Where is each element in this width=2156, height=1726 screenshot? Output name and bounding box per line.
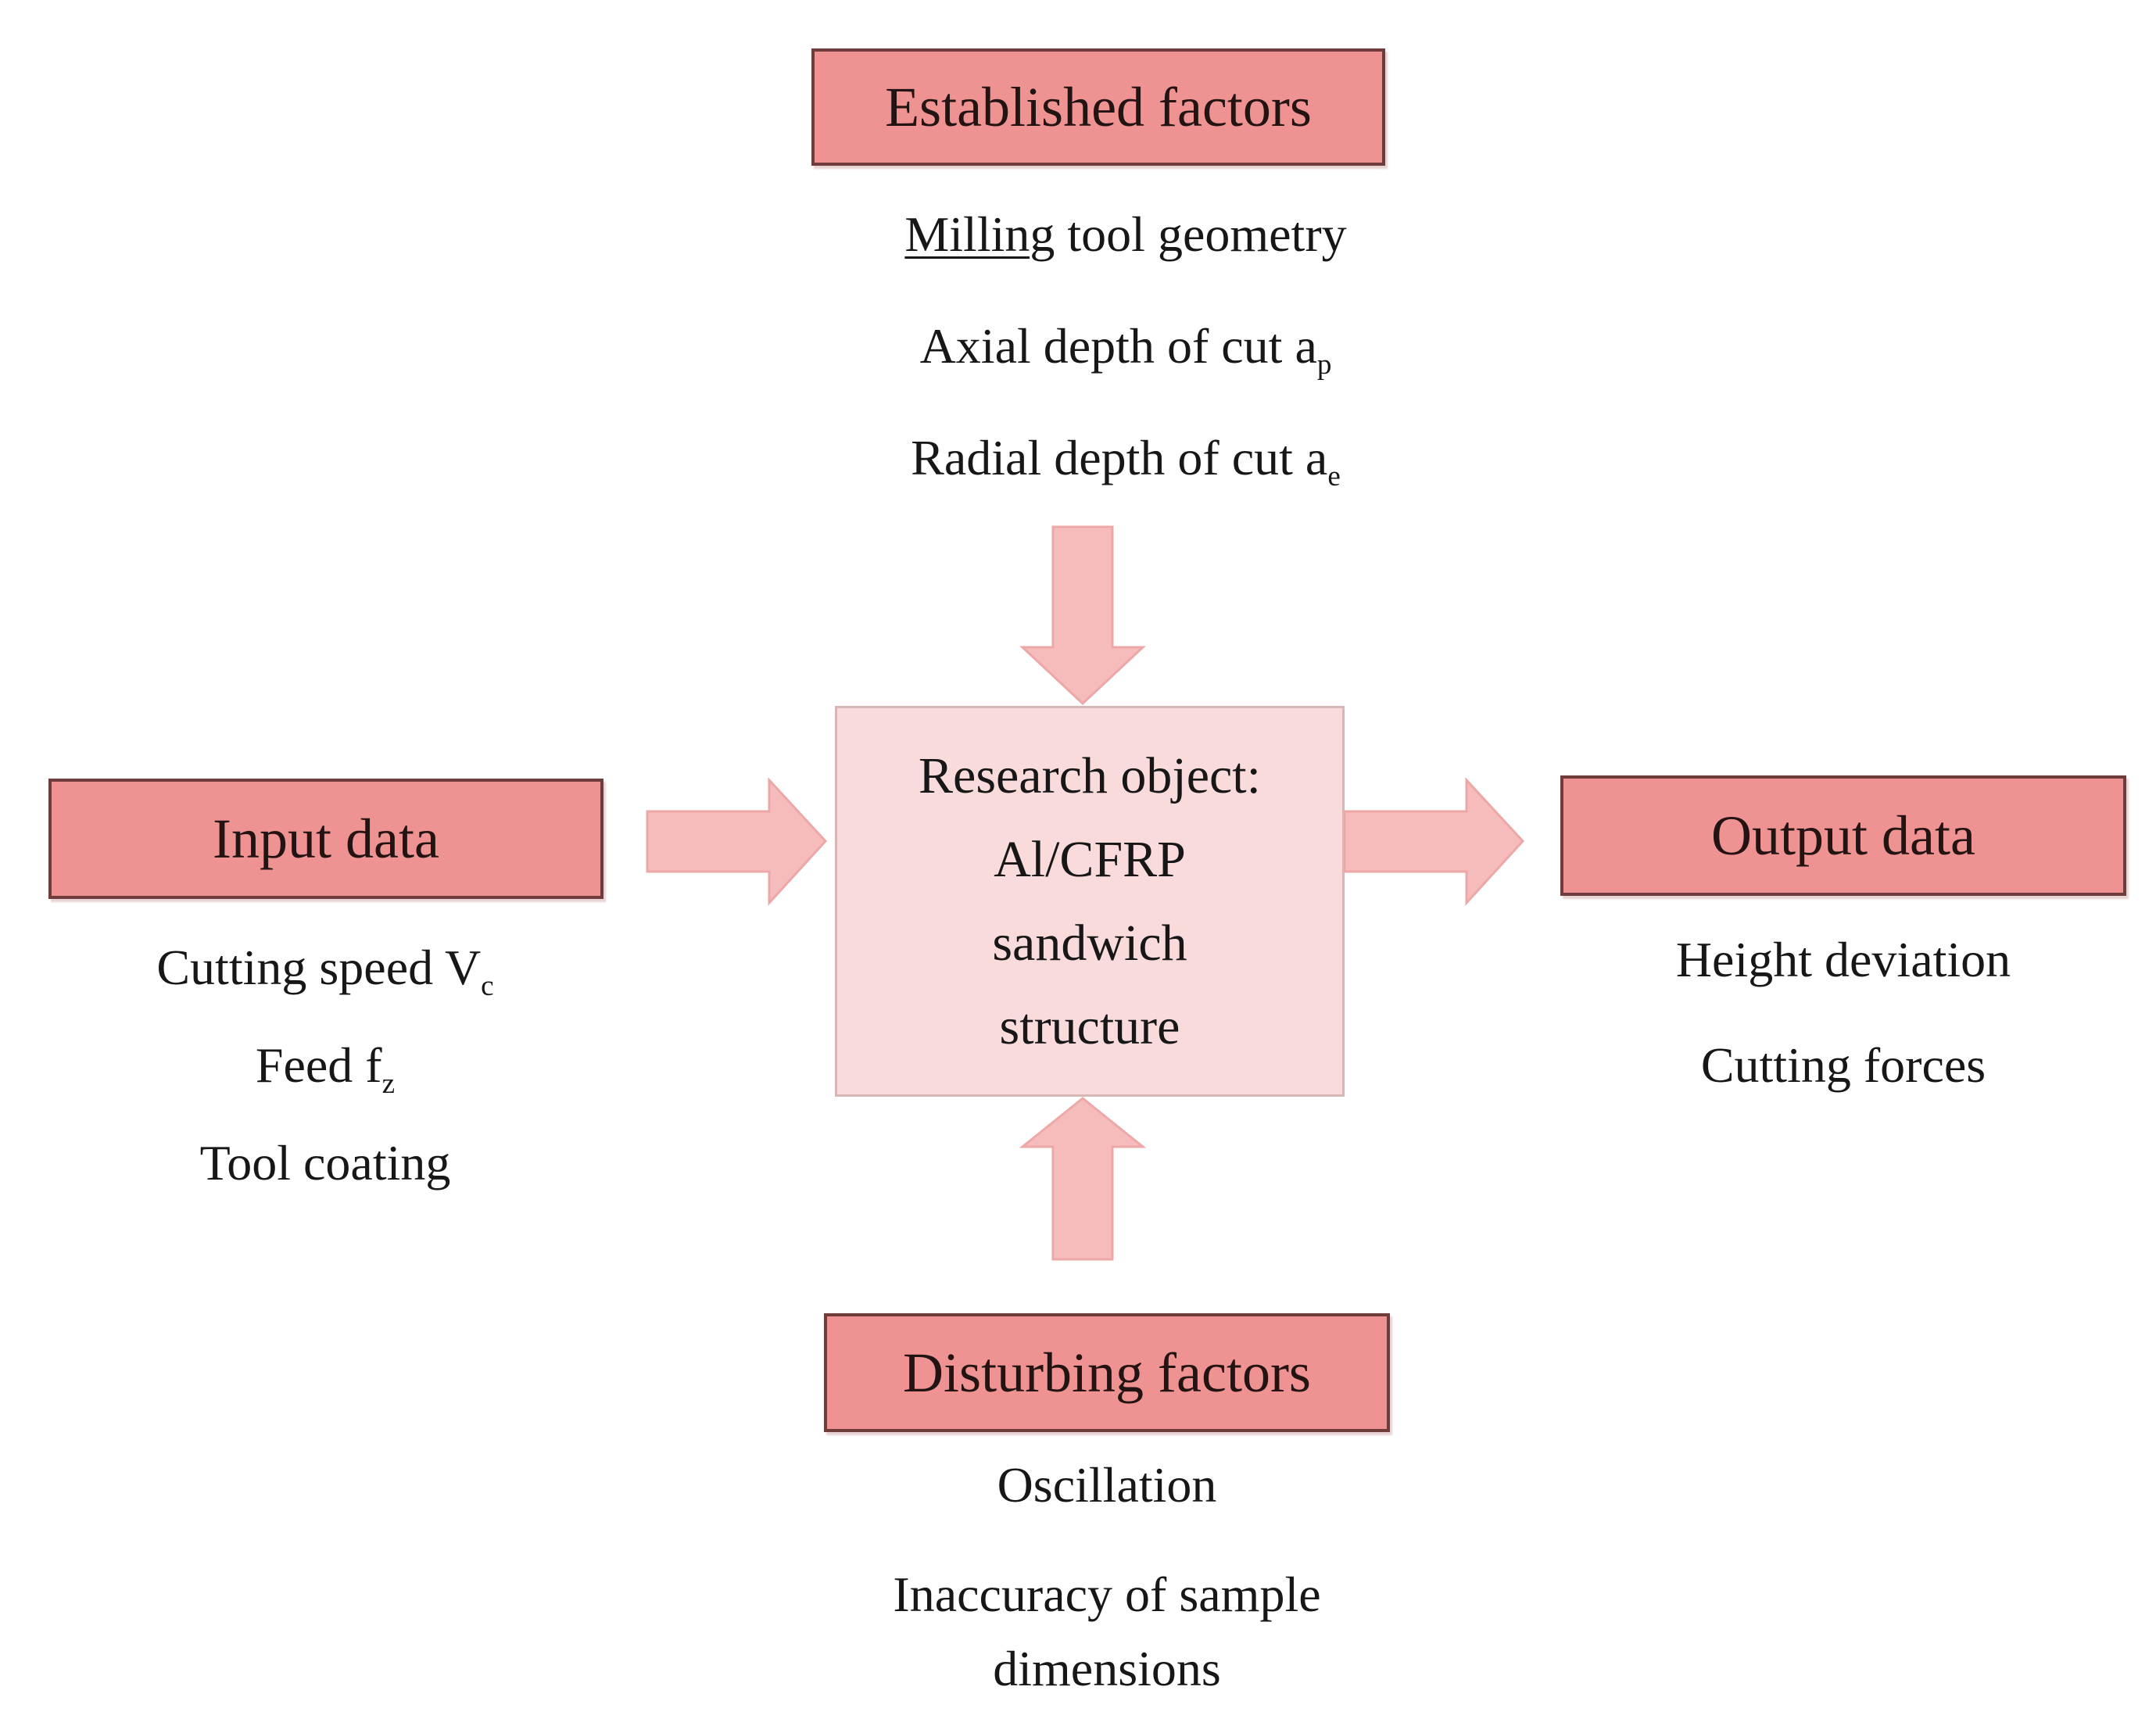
- item-subscript: z: [381, 1067, 396, 1100]
- research-object-line: Research object:: [919, 747, 1261, 804]
- research-object-box: Research object: Al/CFRP sandwich struct…: [835, 706, 1345, 1097]
- research-object-line: sandwich: [992, 915, 1187, 972]
- list-item: Inaccuracy of sample dimensions: [802, 1557, 1412, 1706]
- established-factors-title: Established factors: [885, 75, 1312, 138]
- item-text: Cutting speed V: [156, 940, 482, 995]
- arrow-down-icon: [1019, 525, 1146, 706]
- list-item: Radial depth of cut ae: [813, 421, 1438, 495]
- arrow-shape: [646, 777, 828, 906]
- arrow-shape: [1019, 525, 1146, 706]
- arrow-shape: [1019, 1097, 1147, 1261]
- input-data-title: Input data: [213, 807, 439, 870]
- research-object-line: structure: [999, 998, 1180, 1055]
- item-text: Inaccuracy of sample dimensions: [893, 1567, 1321, 1696]
- list-item: Feed fz: [13, 1028, 638, 1102]
- disturbing-factors-title: Disturbing factors: [903, 1341, 1311, 1404]
- item-text: Axial depth of cut a: [919, 318, 1317, 374]
- list-item: Cutting speed Vc: [13, 930, 638, 1004]
- input-data-box: Input data: [48, 779, 603, 899]
- output-data-title: Output data: [1711, 804, 1975, 867]
- item-text: Height deviation: [1675, 932, 2011, 987]
- output-data-list: Height deviation Cutting forces: [1531, 922, 2156, 1102]
- list-item: Milling tool geometry: [813, 197, 1438, 271]
- output-data-box: Output data: [1560, 775, 2126, 896]
- list-item: Axial depth of cut ap: [813, 309, 1438, 383]
- item-text: Feed f: [255, 1037, 382, 1093]
- disturbing-factors-box: Disturbing factors: [824, 1313, 1390, 1432]
- established-factors-list: Milling tool geometry Axial depth of cut…: [813, 197, 1438, 495]
- item-text: Oscillation: [997, 1457, 1217, 1513]
- disturbing-factors-list: Oscillation Inaccuracy of sample dimensi…: [802, 1448, 1412, 1706]
- item-subscript: e: [1327, 460, 1341, 492]
- arrow-up-icon: [1019, 1097, 1147, 1261]
- arrow-shape: [1343, 777, 1525, 906]
- input-data-list: Cutting speed Vc Feed fz Tool coating: [13, 930, 638, 1200]
- established-factors-box: Established factors: [811, 48, 1385, 166]
- item-text: Radial depth of cut a: [911, 430, 1328, 485]
- item-text: Cutting forces: [1700, 1037, 1986, 1093]
- item-text: Tool coating: [199, 1135, 451, 1191]
- item-subscript: c: [481, 969, 494, 1002]
- item-subscript: p: [1316, 348, 1332, 381]
- list-item: Height deviation: [1531, 922, 2156, 997]
- list-item: Tool coating: [13, 1126, 638, 1200]
- list-item: Oscillation: [802, 1448, 1412, 1522]
- list-item: Cutting forces: [1531, 1028, 2156, 1102]
- input-to-center-arrow-icon: [646, 777, 828, 906]
- research-object-line: Al/CFRP: [994, 831, 1186, 888]
- item-underlined-text: Milling: [904, 206, 1055, 262]
- center-to-output-arrow-icon: [1343, 777, 1525, 906]
- item-text: tool geometry: [1055, 206, 1347, 262]
